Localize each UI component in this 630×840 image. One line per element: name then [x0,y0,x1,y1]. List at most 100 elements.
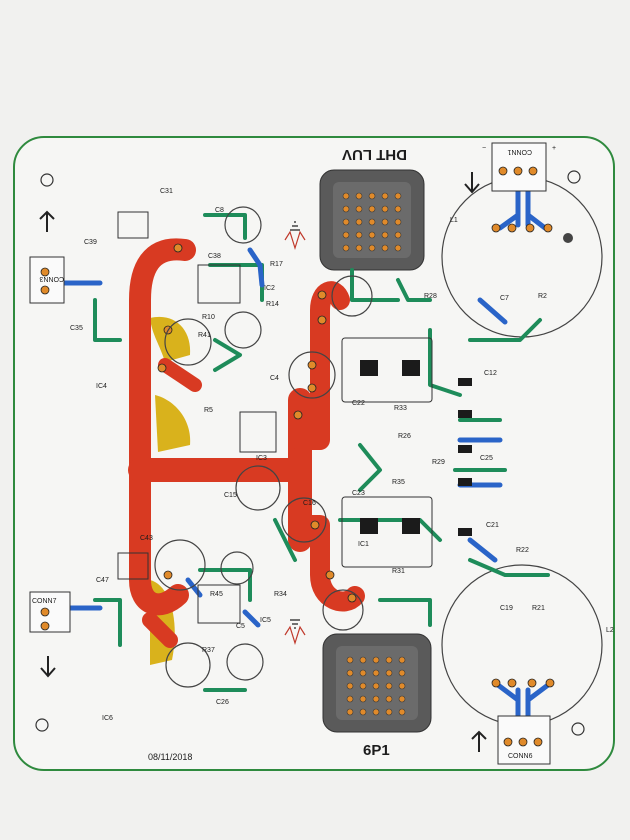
socket-pin [359,682,367,690]
socket-pin [355,205,363,213]
inductor-l2-label: L2 [606,627,614,634]
socket-pin [385,682,393,690]
conn1-minus-sign: − [482,145,486,152]
label-c4: C4 [270,375,279,382]
label-c39: C39 [84,239,97,246]
socket-pin [398,708,406,716]
label-c15: C15 [224,492,237,499]
socket-pin [346,695,354,703]
arrow-up-icon [471,730,487,752]
board-outline [13,136,615,771]
label-c8: C8 [215,207,224,214]
label-r28: R28 [424,293,437,300]
socket-pin [398,656,406,664]
label-r5: R5 [204,407,213,414]
socket-pin [359,656,367,664]
socket-pin [355,192,363,200]
label-c23: C23 [352,490,365,497]
ic-footprints [117,211,433,624]
tube-socket-pins [342,192,406,716]
label-r14: R14 [266,301,279,308]
socket-pin [394,192,402,200]
inductor-l1-label: L1 [450,217,458,224]
mounting-holes [35,170,585,736]
connector-conn7: CONN7 [29,591,71,633]
socket-pin [381,192,389,200]
socket-pin [394,205,402,213]
label-r22: R22 [516,547,529,554]
label-ic5: IC5 [260,617,271,624]
connector-conn3: CONN3 [29,256,65,304]
arrow-up-icon [39,210,55,232]
socket-pin [359,669,367,677]
label-c19: C19 [500,605,513,612]
label-c21: C21 [486,522,499,529]
label-c43: C43 [140,535,153,542]
label-c5: C5 [236,623,245,630]
connector-conn1-label: CONN1 [507,148,532,155]
label-ic4: IC4 [96,383,107,390]
socket-pin [346,708,354,716]
socket-pin [381,244,389,252]
label-c22: C22 [352,400,365,407]
socket-pin [372,695,380,703]
label-r33: R33 [394,405,407,412]
board-date: 08/11/2018 [148,752,192,762]
socket-pin [355,231,363,239]
socket-pin [394,218,402,226]
label-r2: R2 [538,293,547,300]
label-c16: C16 [303,500,316,507]
connector-conn3-label: CONN3 [39,275,64,282]
board-title-bottom: 6P1 [363,742,390,759]
socket-pin [372,708,380,716]
arrow-down-icon [464,172,480,194]
socket-pin [346,669,354,677]
mosfet-pads [360,360,472,536]
socket-pin [385,656,393,664]
capacitor-outlines [154,206,373,688]
arrow-down-icon [40,656,56,678]
socket-pin [385,695,393,703]
label-r41: R41 [198,332,211,339]
mounting-hole [40,173,54,187]
socket-pin [342,244,350,252]
label-ic2: IC2 [264,285,275,292]
arrow-icons [39,172,487,752]
socket-pin [368,192,376,200]
label-c47: C47 [96,577,109,584]
socket-pin [381,205,389,213]
socket-pin [368,205,376,213]
mounting-hole [571,722,585,736]
socket-pin [346,682,354,690]
label-r31: R31 [392,568,405,575]
socket-pin [372,656,380,664]
label-ic3: IC3 [256,455,267,462]
socket-pin [342,231,350,239]
socket-pin [372,682,380,690]
label-ic1: IC1 [358,541,369,548]
socket-pin [359,708,367,716]
socket-pin [355,244,363,252]
label-r26: R26 [398,433,411,440]
socket-pin [368,244,376,252]
socket-pin [385,669,393,677]
ground-icon [290,221,300,629]
label-c12: C12 [484,370,497,377]
label-r35: R35 [392,479,405,486]
socket-pin [342,192,350,200]
socket-pin [398,682,406,690]
label-r29: R29 [432,459,445,466]
socket-pin [394,231,402,239]
socket-pin [381,231,389,239]
label-ic6: IC6 [102,715,113,722]
connector-pads [40,166,555,747]
label-r34: R34 [274,591,287,598]
label-c35: C35 [70,325,83,332]
socket-pin [359,695,367,703]
socket-pin [381,218,389,226]
resistor-icon [284,230,306,646]
socket-pin [372,669,380,677]
label-r10: R10 [202,314,215,321]
connector-conn6-label: CONN6 [508,753,533,760]
